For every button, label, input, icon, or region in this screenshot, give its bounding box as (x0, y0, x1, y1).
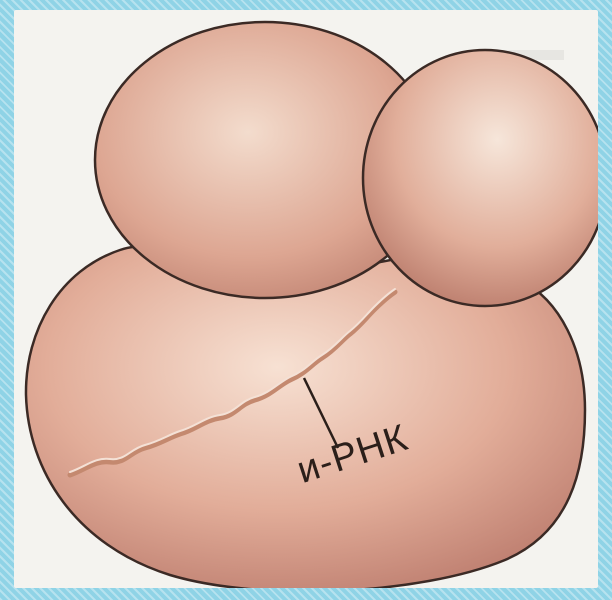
diagram-panel (14, 10, 598, 588)
ribosome-diagram (14, 10, 598, 588)
small-subunit-right (363, 50, 598, 306)
